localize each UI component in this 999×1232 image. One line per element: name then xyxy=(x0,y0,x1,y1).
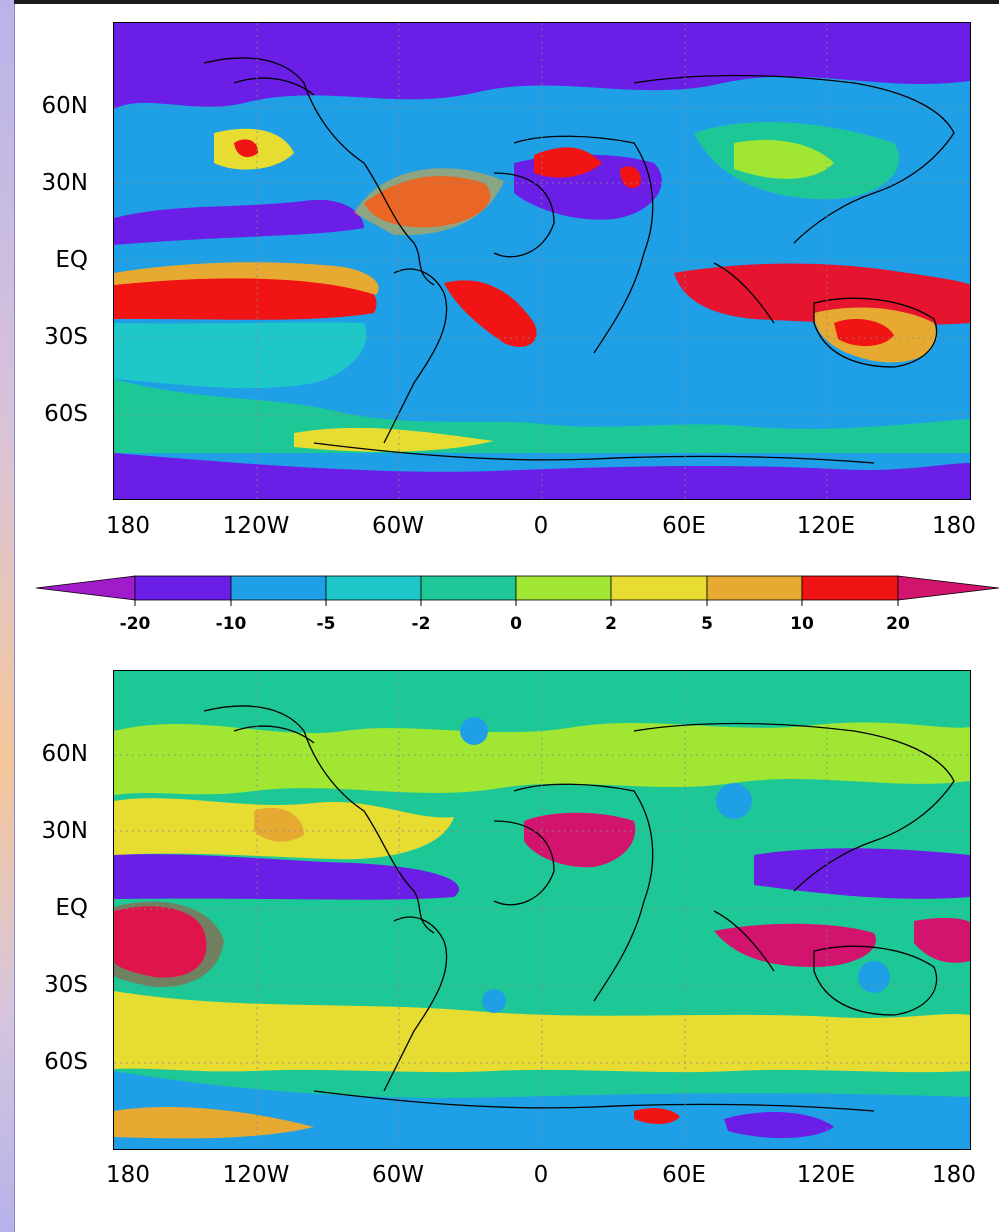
itcz-purple-west xyxy=(754,848,970,899)
indian-red xyxy=(674,263,970,325)
top-lat-label-30n: 30N xyxy=(41,170,88,196)
top-lat-label-eq: EQ xyxy=(55,247,88,273)
bottom-lon-label-120w: 120W xyxy=(222,1162,290,1188)
blue-spot-3 xyxy=(858,961,890,993)
bottom-map-field xyxy=(114,671,970,1149)
top-lat-label-30s: 30S xyxy=(44,324,88,350)
antarctic-red xyxy=(634,1108,680,1124)
bottom-map-panel xyxy=(113,670,971,1150)
blue-spot-2 xyxy=(716,783,752,819)
colorbar-label-5: 5 xyxy=(701,614,713,634)
colorbar-bin-5 xyxy=(515,575,612,601)
asia-lime xyxy=(734,139,834,179)
npacific-orange xyxy=(254,807,304,842)
bottom-lat-label-30s: 30S xyxy=(44,972,88,998)
bottom-lat-label-30n: 30N xyxy=(41,818,88,844)
colorbar-bin-4 xyxy=(420,575,517,601)
graticule xyxy=(114,23,970,499)
bottom-lon-label-120e: 120E xyxy=(796,1162,856,1188)
pacific-orange-edge xyxy=(114,262,379,295)
top-lon-label-60e: 60E xyxy=(662,513,706,539)
colorbar-label-0: 0 xyxy=(510,614,522,634)
blue-spot-4 xyxy=(482,989,506,1013)
top-lon-label-180e: 180 xyxy=(932,513,976,539)
bottom-lat-label-60s: 60S xyxy=(44,1049,88,1075)
colorbar-extend-high xyxy=(897,575,999,601)
colorbar-bin-7 xyxy=(706,575,803,601)
indian-magenta xyxy=(714,923,876,967)
spacific-cyan xyxy=(114,322,367,389)
colorbar-ticks xyxy=(134,600,899,606)
bottom-lat-label-eq: EQ xyxy=(55,895,88,921)
top-lat-label-60s: 60S xyxy=(44,401,88,427)
colorbar-bin-1 xyxy=(134,575,232,601)
npacific-red xyxy=(234,139,259,158)
bottom-lon-label-60e: 60E xyxy=(662,1162,706,1188)
bottom-lon-label-180w: 180 xyxy=(106,1162,150,1188)
antarctic-purple xyxy=(724,1112,834,1139)
colorbar-bin-8 xyxy=(801,575,899,601)
colorbar-bin-6 xyxy=(610,575,708,601)
antarctic-orange xyxy=(114,1106,314,1139)
colorbar-extend-low xyxy=(35,575,136,601)
colorbar: -20 -10 -5 -2 0 2 5 10 20 xyxy=(35,574,999,638)
bottom-lat-label-60n: 60N xyxy=(41,741,88,767)
sepacific-red xyxy=(114,901,224,988)
top-map-field xyxy=(114,23,970,499)
npacific-band xyxy=(114,199,364,245)
top-lon-label-180w: 180 xyxy=(106,513,150,539)
top-lon-label-60w: 60W xyxy=(371,513,424,539)
bottom-lon-label-60w: 60W xyxy=(371,1162,424,1188)
sahara-red xyxy=(534,147,602,178)
slide-top-border xyxy=(14,0,999,4)
top-lat-label-60n: 60N xyxy=(41,93,88,119)
colorbar-label-neg10: -10 xyxy=(215,614,247,634)
bottom-lon-label-180e: 180 xyxy=(932,1162,976,1188)
colorbar-label-2: 2 xyxy=(605,614,617,634)
natlantic-orange xyxy=(354,168,504,236)
top-map-panel xyxy=(113,22,971,500)
southern-yellow xyxy=(294,427,494,452)
colorbar-label-10: 10 xyxy=(790,614,814,634)
sepacific-magenta xyxy=(114,906,207,978)
colorbar-label-neg5: -5 xyxy=(316,614,336,634)
colorbar-svg xyxy=(35,575,999,606)
bottom-lon-label-0: 0 xyxy=(533,1162,549,1188)
top-lon-label-120w: 120W xyxy=(222,513,290,539)
colorbar-label-neg20: -20 xyxy=(119,614,151,634)
blue-spot-1 xyxy=(460,717,488,745)
slide-side-strip xyxy=(0,0,15,1232)
coastlines xyxy=(203,57,955,464)
top-lon-label-0: 0 xyxy=(533,513,549,539)
australia-red xyxy=(834,319,894,347)
top-lon-label-120e: 120E xyxy=(796,513,856,539)
colorbar-label-20: 20 xyxy=(886,614,910,634)
satlantic-red xyxy=(444,280,537,347)
wpacific-magenta xyxy=(914,917,970,963)
pacific-red-band xyxy=(114,272,377,320)
colorbar-label-neg2: -2 xyxy=(411,614,431,634)
antarctic-region xyxy=(114,453,970,499)
graticule xyxy=(114,671,970,1149)
coastlines xyxy=(203,705,955,1112)
colorbar-bin-2 xyxy=(230,575,327,601)
itcz-purple-east xyxy=(114,854,460,900)
colorbar-bin-3 xyxy=(325,575,422,601)
